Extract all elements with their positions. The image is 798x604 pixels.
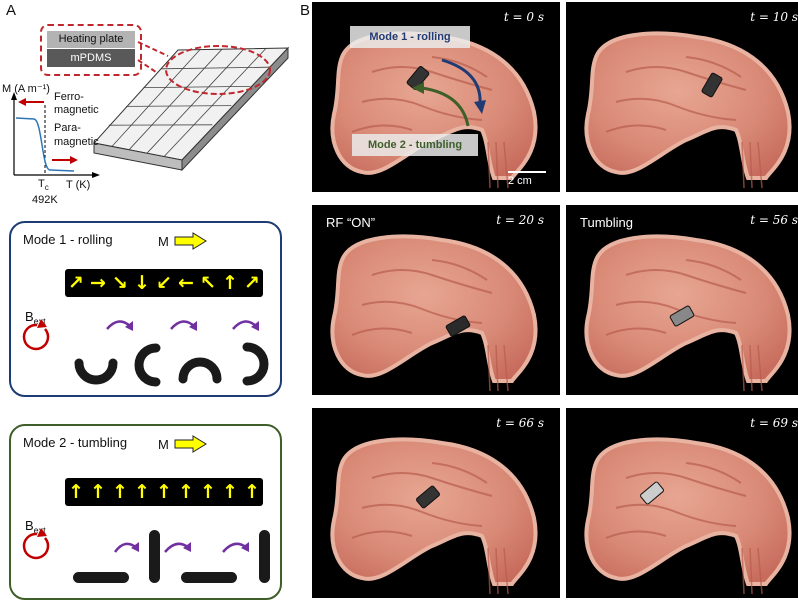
robot-shape-4 [242, 342, 269, 386]
frame-label: Tumbling [580, 215, 633, 230]
robot-marker [445, 315, 471, 337]
rolling-arrow-icon [441, 58, 482, 105]
mode1-magnet-arrow-9: ↗ [244, 272, 260, 294]
tc-value: 492K [32, 194, 58, 206]
robot-shape-3 [178, 357, 222, 384]
time-label: t = 56 s [750, 213, 798, 227]
mode1-magnet-arrow-8: ↑ [222, 272, 238, 294]
frame-label: RF “ON” [326, 215, 376, 230]
stomach-frame-4: t = 56 s Tumbling [566, 205, 798, 395]
ferro-label-2: magnetic [54, 104, 99, 116]
mode1-magnet-arrow-7: ↖ [200, 272, 216, 294]
time-label: t = 10 s [750, 10, 798, 24]
mode2-magnet-arrow-7: ↑ [200, 481, 216, 503]
robot-shape-1 [74, 358, 118, 385]
time-label: t = 66 s [496, 416, 544, 430]
callout-line-top [137, 41, 169, 57]
ferro-label: Ferro- [54, 91, 84, 103]
x-axis-label: T (K) [66, 179, 91, 191]
mode1-magnet-arrow-2: → [90, 272, 106, 294]
mpdms-layer: mPDMS [47, 49, 135, 67]
mode2-magnet-arrow-4: ↑ [134, 481, 150, 503]
mode1-bext-rotation-icon [22, 319, 50, 351]
mode2-magnet-arrow-1: ↑ [68, 481, 84, 503]
tumbling-arrow-icon [421, 86, 470, 127]
mode2-magnet-arrow-2: ↑ [90, 481, 106, 503]
overlay-mode2: Mode 2 - tumbling [352, 134, 478, 156]
stomach-model [584, 31, 792, 189]
stomach-frame-2: t = 10 s [566, 2, 798, 192]
mode2-magnetization-strip: ↑ ↑ ↑ ↑ ↑ ↑ ↑ ↑ ↑ [65, 478, 263, 506]
mode2-title: Mode 2 - tumbling [23, 435, 128, 450]
mode1-box: Mode 1 - rolling M ↗ → ↘ ↓ ↙ ← ↖ ↑ ↗ Bext [9, 221, 282, 397]
para-arrow-icon [70, 156, 78, 164]
robot-marker [406, 66, 430, 90]
mode1-magnet-arrow-4: ↓ [134, 272, 150, 294]
mode2-magnet-arrow-3: ↑ [112, 481, 128, 503]
mode2-box: Mode 2 - tumbling M ↑ ↑ ↑ ↑ ↑ ↑ ↑ ↑ ↑ Bext [9, 424, 282, 600]
mode1-m-arrow-icon [174, 232, 207, 250]
mode1-title: Mode 1 - rolling [23, 232, 113, 247]
mode1-magnet-arrow-3: ↘ [112, 272, 128, 294]
robot-marker [701, 72, 723, 98]
panel-b-letter: B [300, 2, 311, 19]
tumble-shape-3 [181, 572, 237, 583]
time-label: t = 20 s [496, 213, 544, 227]
stomach-model [330, 437, 538, 595]
mode1-magnet-arrow-5: ↙ [156, 272, 172, 294]
magnetization-plot [11, 92, 100, 178]
robot-marker [669, 305, 695, 327]
mode2-magnet-arrow-5: ↑ [156, 481, 172, 503]
stomach-model [330, 234, 538, 392]
mode1-magnet-arrow-1: ↗ [68, 272, 84, 294]
mode2-bext-label: Bext [25, 518, 46, 536]
y-axis-label: M (A m⁻¹) [2, 83, 50, 95]
material-stack: Heating plate mPDMS [40, 24, 142, 76]
scale-label: 2 cm [508, 175, 532, 187]
mode2-m-arrow-icon [174, 435, 207, 453]
mode1-magnet-arrow-6: ← [178, 272, 194, 294]
mode2-bext-rotation-icon [22, 528, 50, 560]
ferro-arrow-icon [18, 98, 26, 106]
panel-a-letter: A [6, 2, 17, 19]
mode2-magnet-arrow-8: ↑ [222, 481, 238, 503]
para-label: Para- [54, 122, 81, 134]
mode2-m-label: M [158, 437, 169, 452]
tumble-shape-2 [149, 530, 160, 583]
stomach-frame-6: t = 69 s [566, 408, 798, 598]
robot-marker [416, 485, 440, 509]
grid-plate [93, 46, 290, 172]
stomach-model [584, 437, 792, 595]
zoom-ellipse [165, 45, 271, 95]
stomach-frame-3: t = 20 s RF “ON” [312, 205, 560, 395]
tumble-shape-1 [73, 572, 129, 583]
robot-shape-2 [134, 343, 161, 387]
tumble-shape-4 [259, 530, 270, 583]
panel-a-graphics [11, 41, 290, 178]
mode1-m-label: M [158, 234, 169, 249]
heating-plate-layer: Heating plate [47, 31, 135, 48]
magnetization-curve [15, 117, 75, 172]
time-label: t = 0 s [503, 10, 544, 24]
tc-label: Tc [38, 178, 49, 193]
stomach-frame-5: t = 66 s [312, 408, 560, 598]
time-label: t = 69 s [750, 416, 798, 430]
mode2-sequence [22, 528, 270, 583]
stomach-model [584, 234, 792, 392]
para-label-2: magnetic [54, 136, 99, 148]
overlay-mode1: Mode 1 - rolling [350, 26, 470, 48]
mode1-bext-label: Bext [25, 309, 46, 327]
robot-marker [640, 481, 664, 505]
mode2-magnet-arrow-9: ↑ [244, 481, 260, 503]
mode2-magnet-arrow-6: ↑ [178, 481, 194, 503]
callout-line-bottom [137, 59, 169, 81]
mode-arrows [412, 58, 546, 173]
mode1-sequence [22, 319, 269, 387]
mode1-magnetization-strip: ↗ → ↘ ↓ ↙ ← ↖ ↑ ↗ [65, 269, 263, 297]
